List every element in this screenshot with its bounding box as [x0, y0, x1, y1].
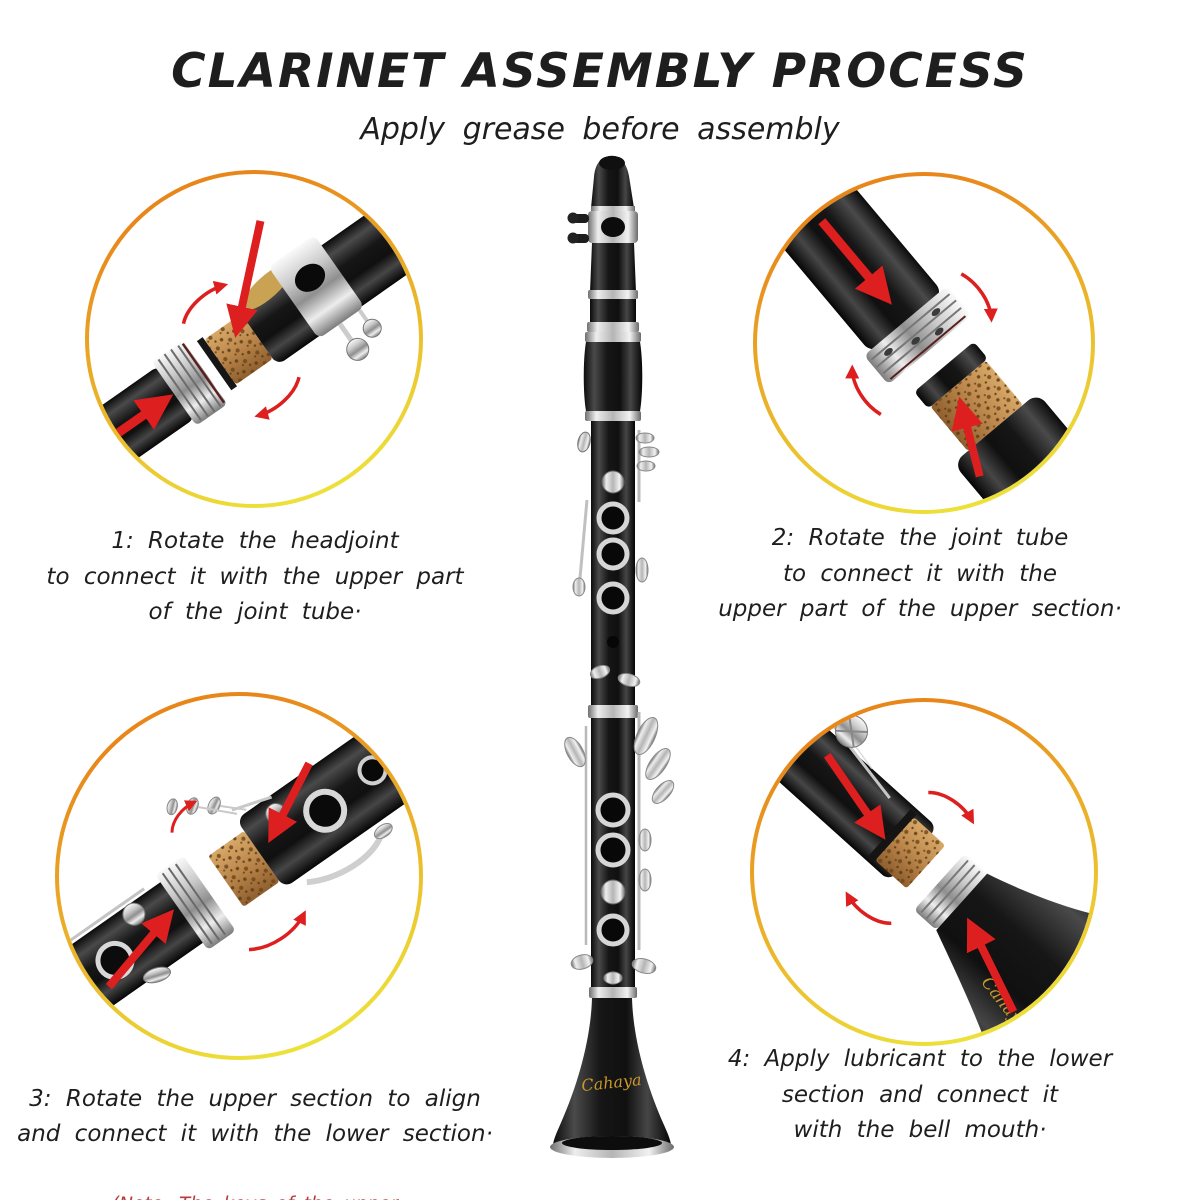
- trill-key: [638, 446, 660, 458]
- spatula-key: [651, 780, 675, 804]
- bridge-key: [589, 664, 611, 680]
- rotate-arrow: [960, 272, 998, 323]
- ring-key: [596, 537, 630, 571]
- step-3-note: (Note: The keys of the upper section sho…: [5, 1191, 505, 1200]
- tone-hole: [607, 636, 619, 648]
- ring-key: [595, 832, 631, 868]
- step-4-illustration: Cahaya: [754, 702, 1094, 1042]
- upper-joint: [572, 421, 660, 705]
- spatula-key: [564, 736, 586, 768]
- trill-key: [635, 432, 655, 444]
- round-key: [834, 714, 868, 748]
- side-lever: [306, 833, 385, 886]
- step-1-caption: 1: Rotate the headjoint to connect it wi…: [46, 528, 464, 626]
- step-4-detail-circle: Cahaya: [750, 698, 1098, 1046]
- barrel: [583, 332, 643, 421]
- step-4-caption: 4: Apply lubricant to the lower section …: [727, 1046, 1113, 1144]
- ring-key: [595, 792, 631, 828]
- side-key: [638, 828, 652, 852]
- ligature-screw: [362, 318, 382, 338]
- step-3-detail-circle: [55, 692, 423, 1060]
- rotate-arrow: [845, 891, 892, 926]
- rotate-arrow: [845, 364, 882, 416]
- bridge-key: [617, 673, 641, 687]
- pinky-key: [570, 954, 594, 970]
- insert-arrow: [966, 917, 1018, 1014]
- pinky-key: [631, 958, 657, 974]
- ligature-screw: [346, 337, 370, 361]
- ring-key: [596, 501, 630, 535]
- rotate-arrow: [170, 800, 198, 833]
- rotate-arrow: [181, 281, 229, 325]
- step-2-detail-circle: [753, 172, 1095, 514]
- lower-joint: [564, 712, 675, 987]
- closed-key: [600, 879, 626, 905]
- side-key: [638, 868, 652, 892]
- side-key: [635, 557, 649, 583]
- register-key: [577, 431, 591, 453]
- ring-key: [303, 788, 348, 833]
- closed-key: [601, 470, 625, 494]
- rotate-arrow: [248, 910, 306, 952]
- page-subtitle: Apply grease before assembly: [360, 112, 840, 147]
- page-title: CLARINET ASSEMBLY PROCESS: [171, 44, 1029, 99]
- step-3-caption-text: 3: Rotate the upper section to align and…: [17, 1085, 493, 1148]
- insert-arrow: [105, 909, 175, 990]
- upper-section-collar: [916, 343, 986, 407]
- mouthpiece: [591, 155, 634, 208]
- ligature: [567, 211, 638, 244]
- step-1-detail-circle: [85, 170, 423, 508]
- closed-key: [122, 902, 146, 926]
- side-key: [142, 966, 171, 984]
- rotate-arrow: [928, 790, 974, 825]
- rotate-arrow: [254, 376, 301, 420]
- ring-key: [596, 913, 630, 947]
- step-2-caption: 2: Rotate the joint tube to connect it w…: [718, 525, 1122, 623]
- insert-arrow: [268, 761, 313, 843]
- center-tenon-ring: [588, 705, 638, 718]
- step-3-caption: 3: Rotate the upper section to align and…: [5, 1046, 505, 1200]
- insert-arrow: [951, 396, 984, 478]
- trill-key: [636, 460, 656, 472]
- round-key: [754, 745, 776, 775]
- step-2-illustration: [757, 176, 1091, 510]
- spatula-key: [90, 1013, 117, 1042]
- insert-arrow: [823, 753, 886, 840]
- spatula-key: [633, 716, 659, 756]
- step-1-illustration: [89, 211, 414, 502]
- bell: Cahaya: [550, 987, 674, 1158]
- clarinet-illustration: Cahaya: [550, 155, 675, 1158]
- assembled-clarinet-image: Cahaya: [512, 150, 712, 1168]
- step-3-illustration: [59, 696, 419, 1055]
- insert-arrow: [226, 220, 265, 339]
- mouthpiece-ring: [588, 290, 638, 299]
- spatula-key: [645, 748, 671, 780]
- insert-arrow: [818, 218, 892, 305]
- pinky-key: [603, 971, 623, 985]
- ring-key: [596, 581, 630, 615]
